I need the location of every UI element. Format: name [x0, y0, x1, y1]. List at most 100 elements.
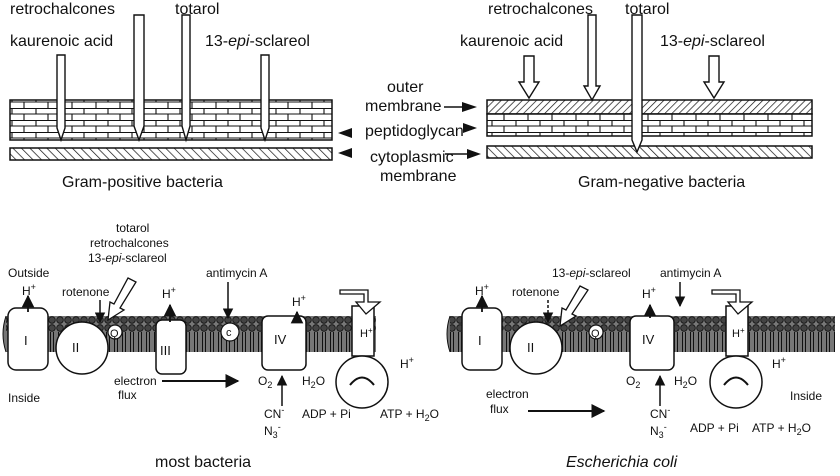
cyanide-label: CN-	[264, 405, 284, 421]
filled-right-arrow-icon	[463, 123, 477, 133]
open-down-arrow-icon	[582, 14, 602, 102]
electron-flux-label-line1: electron	[114, 374, 157, 388]
quinone	[107, 324, 123, 340]
peptidoglycan-label: peptidoglycan	[365, 123, 464, 140]
e-coli-caption: Escherichia coli	[566, 454, 678, 471]
layer-legend: outer membrane peptidoglycan cytoplasmic…	[338, 79, 481, 185]
svg-text:H+: H+	[162, 285, 176, 301]
outside-label: Outside	[8, 266, 50, 280]
water-label: H2O	[302, 374, 325, 390]
oxygen-label: O2	[258, 374, 272, 390]
cyanide-label-right: CN-	[650, 405, 670, 421]
complex-IV-right-label: IV	[642, 332, 655, 347]
electron-flux-label-right-line1: electron	[486, 387, 529, 401]
adp-label-right: ADP + Pi	[690, 421, 739, 435]
gram-negative-caption: Gram-negative bacteria	[578, 174, 745, 191]
inhibitor-totarol-label: totarol	[116, 221, 149, 235]
oxygen-label-right: O2	[626, 374, 640, 390]
svg-text:H+: H+	[732, 326, 745, 340]
filled-left-arrow-icon	[338, 128, 352, 138]
filled-right-arrow-icon	[467, 149, 481, 159]
outer-membrane-label-line2: membrane	[365, 98, 442, 115]
gram-positive-caption: Gram-positive bacteria	[62, 174, 223, 191]
azide-label: N3-	[264, 422, 281, 440]
cytochrome-c	[220, 322, 240, 342]
svg-text:H+: H+	[400, 355, 414, 371]
kaurenoic-acid-label-right: kaurenoic acid	[460, 33, 563, 50]
inhibitor-sclareol-label: 13-epi-sclareol	[88, 251, 167, 265]
complex-II-right	[509, 321, 563, 375]
cytochrome-c-label: c	[226, 327, 232, 339]
totarol-label-right: totarol	[625, 1, 669, 18]
complex-III	[155, 319, 187, 375]
atp-synthase-head-right	[709, 355, 763, 409]
svg-text:H+: H+	[475, 282, 489, 298]
water-label-right: H2O	[674, 374, 697, 390]
complex-III-label: III	[160, 343, 171, 358]
cytoplasmic-membrane-left	[9, 147, 333, 161]
sclareol-label: 13-epi-sclareol	[205, 33, 310, 50]
atp-label: ATP + H2O	[380, 407, 439, 423]
most-bacteria-caption: most bacteria	[155, 454, 251, 471]
respiratory-chain-e-coli: I II Q IV H+ H+ H+ H+ Inside 13-epi-scla…	[446, 266, 835, 471]
svg-text:H+: H+	[22, 282, 36, 298]
complex-I-label: I	[24, 333, 28, 348]
quinone-right-label: Q	[591, 328, 600, 340]
inside-label: Inside	[8, 391, 40, 405]
complex-I-right-label: I	[478, 333, 482, 348]
filled-left-arrow-icon	[338, 148, 352, 158]
antimycin-label-right: antimycin A	[660, 266, 721, 280]
peptidoglycan-layer-right	[486, 113, 813, 137]
rotenone-label: rotenone	[62, 285, 110, 299]
cytoplasmic-label-line1: cytoplasmic	[370, 149, 454, 166]
open-down-arrow-icon	[702, 55, 726, 100]
gram-negative-panel: retrochalcones totarol kaurenoic acid 13…	[460, 1, 813, 191]
complex-I-right	[461, 307, 503, 371]
open-down-arrow-icon	[181, 14, 191, 143]
atp-synthase-head	[335, 355, 389, 409]
open-down-arrow-icon	[107, 277, 137, 322]
cytoplasmic-membrane-right	[486, 145, 813, 159]
complex-II	[55, 321, 109, 375]
inside-label-right: Inside	[790, 389, 822, 403]
complex-IV-label: IV	[274, 332, 287, 347]
atp-label-right: ATP + H2O	[752, 421, 811, 437]
svg-text:H+: H+	[642, 285, 656, 301]
retrochalcones-label: retrochalcones	[10, 1, 115, 18]
open-down-arrow-icon	[260, 54, 270, 143]
azide-label-right: N3-	[650, 422, 667, 440]
kaurenoic-acid-label: kaurenoic acid	[10, 33, 113, 50]
open-down-arrow-icon	[56, 54, 66, 143]
complex-IV	[261, 315, 307, 371]
electron-flux-label-right-line2: flux	[490, 402, 509, 416]
proton-pump-arrows: H+ H+ H+ H+ H+	[21, 282, 414, 371]
open-down-arrow-icon	[517, 55, 541, 100]
quinone-right	[588, 324, 604, 340]
curved-arrow-icon	[339, 289, 382, 315]
open-down-arrow-icon	[559, 285, 589, 328]
totarol-label: totarol	[175, 1, 219, 18]
svg-text:H+: H+	[292, 293, 306, 309]
quinone-label: Q	[110, 328, 119, 340]
filled-right-arrow-icon	[462, 102, 477, 112]
complex-II-right-label: II	[527, 340, 534, 355]
electron-flux-label-line2: flux	[118, 388, 137, 402]
svg-text:H+: H+	[772, 355, 786, 371]
antimycin-label: antimycin A	[206, 266, 267, 280]
cytoplasmic-label-line2: membrane	[380, 168, 457, 185]
svg-text:H+: H+	[360, 326, 373, 340]
adp-label: ADP + Pi	[302, 407, 351, 421]
complex-I	[7, 307, 49, 371]
outer-membrane-right	[486, 99, 813, 115]
proton-pump-arrows-right: H+ H+ H+ H+	[475, 282, 786, 371]
respiratory-chain-most-bacteria: I II Q III c IV H+ H+ H+ H+ H+	[2, 221, 439, 471]
sclareol-label-right: 13-epi-sclareol	[660, 33, 765, 50]
retrochalcones-label-right: retrochalcones	[488, 1, 593, 18]
open-down-arrow-icon	[631, 14, 643, 154]
outer-membrane-label-line1: outer	[387, 79, 424, 96]
complex-II-label: II	[72, 340, 79, 355]
sclareol-label-bottom-right: 13-epi-sclareol	[552, 266, 631, 280]
inhibitor-retrochalcones-label: retrochalcones	[90, 236, 169, 250]
gram-positive-panel: retrochalcones totarol kaurenoic acid 13…	[9, 1, 333, 191]
